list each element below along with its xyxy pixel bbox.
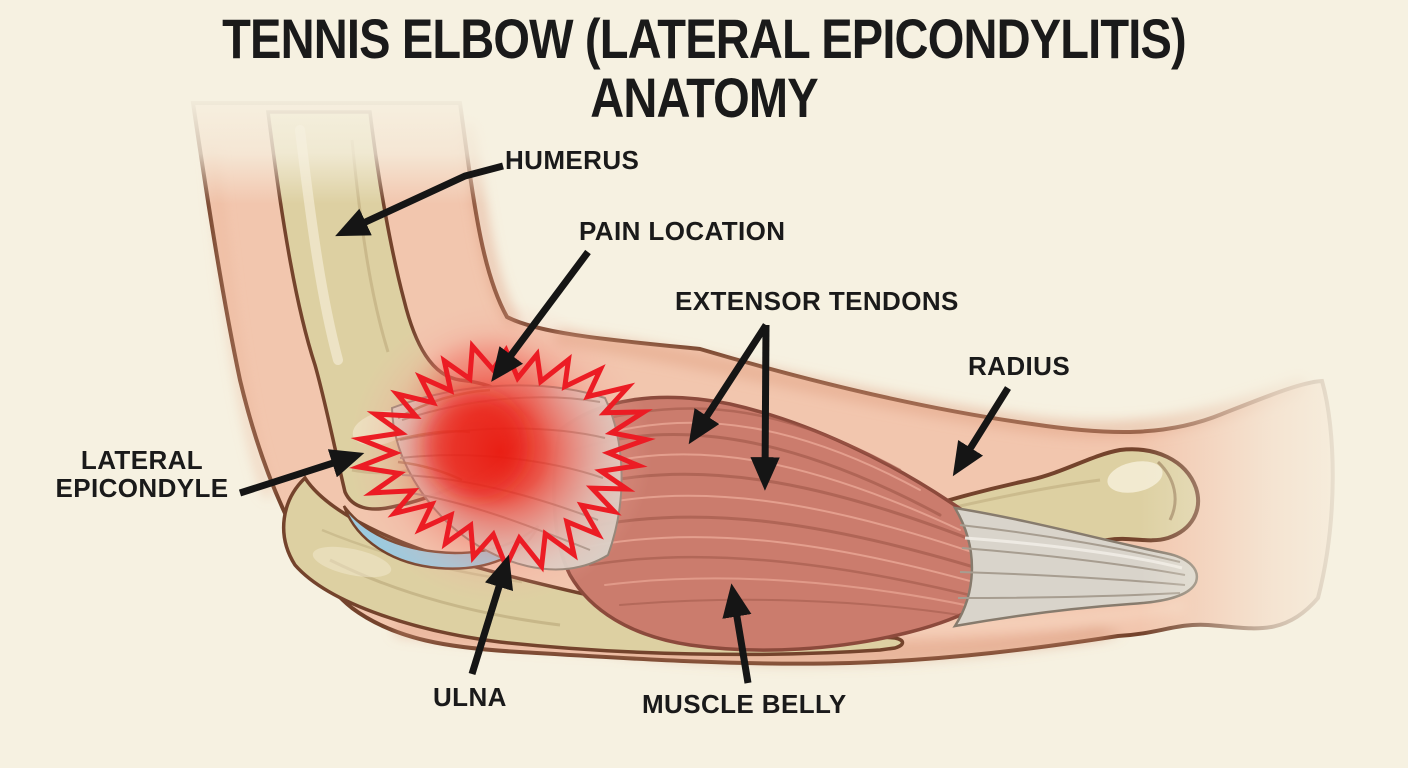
arrow-ulna (468, 554, 514, 676)
arrow-radius (952, 386, 1011, 477)
label-humerus: HUMERUS (505, 145, 640, 175)
label-muscle-belly: MUSCLE BELLY (642, 689, 847, 719)
diagram-title: TENNIS ELBOW (LATERAL EPICONDYLITIS) ANA… (0, 7, 1408, 129)
label-lateral-epicondyle: LATERAL EPICONDYLE (55, 445, 229, 503)
label-radius: RADIUS (968, 351, 1071, 381)
label-extensor-tendons: EXTENSOR TENDONS (675, 286, 959, 316)
top-fade (145, 92, 515, 204)
annotation-arrows (238, 162, 1011, 684)
arrow-pain-location (491, 249, 591, 382)
diagram-title-text: TENNIS ELBOW (LATERAL EPICONDYLITIS) ANA… (222, 7, 1187, 129)
right-fade (1140, 325, 1408, 725)
arrow-extensor-tendons-right (750, 324, 780, 491)
arrow-extensor-tendons-left (688, 323, 769, 445)
label-ulna: ULNA (433, 682, 507, 712)
arrow-lateral-epicondyle (238, 449, 365, 497)
arrow-humerus (335, 162, 504, 237)
label-pain-location: PAIN LOCATION (579, 216, 786, 246)
arrow-muscle-belly (722, 583, 752, 684)
